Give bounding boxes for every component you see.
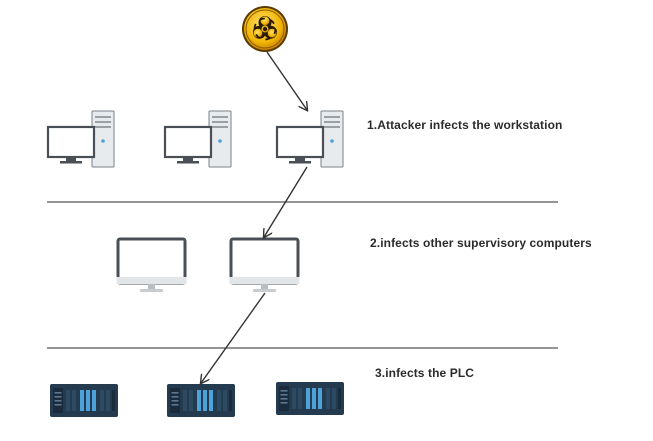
step-3-label: 3.infects the PLC: [375, 366, 475, 380]
infection-arrow-2: [264, 166, 308, 237]
plc-rack-icon: [276, 382, 344, 415]
monitor-icon: [229, 237, 300, 292]
workstation-computer-icon: [275, 110, 344, 168]
workstation-computer-icon: [46, 110, 115, 168]
plc-rack-icon: [50, 384, 118, 417]
monitor-icon: [116, 237, 187, 292]
workstation-computer-icon: [163, 110, 232, 168]
infection-arrow-3: [201, 292, 266, 383]
infection-arrow-1: [266, 51, 307, 110]
step-1-label: 1.Attacker infects the workstation: [367, 118, 563, 132]
biohazard-icon: [242, 6, 288, 52]
plc-rack-icon: [167, 384, 235, 417]
step-2-label: 2.infects other supervisory computers: [370, 236, 592, 250]
